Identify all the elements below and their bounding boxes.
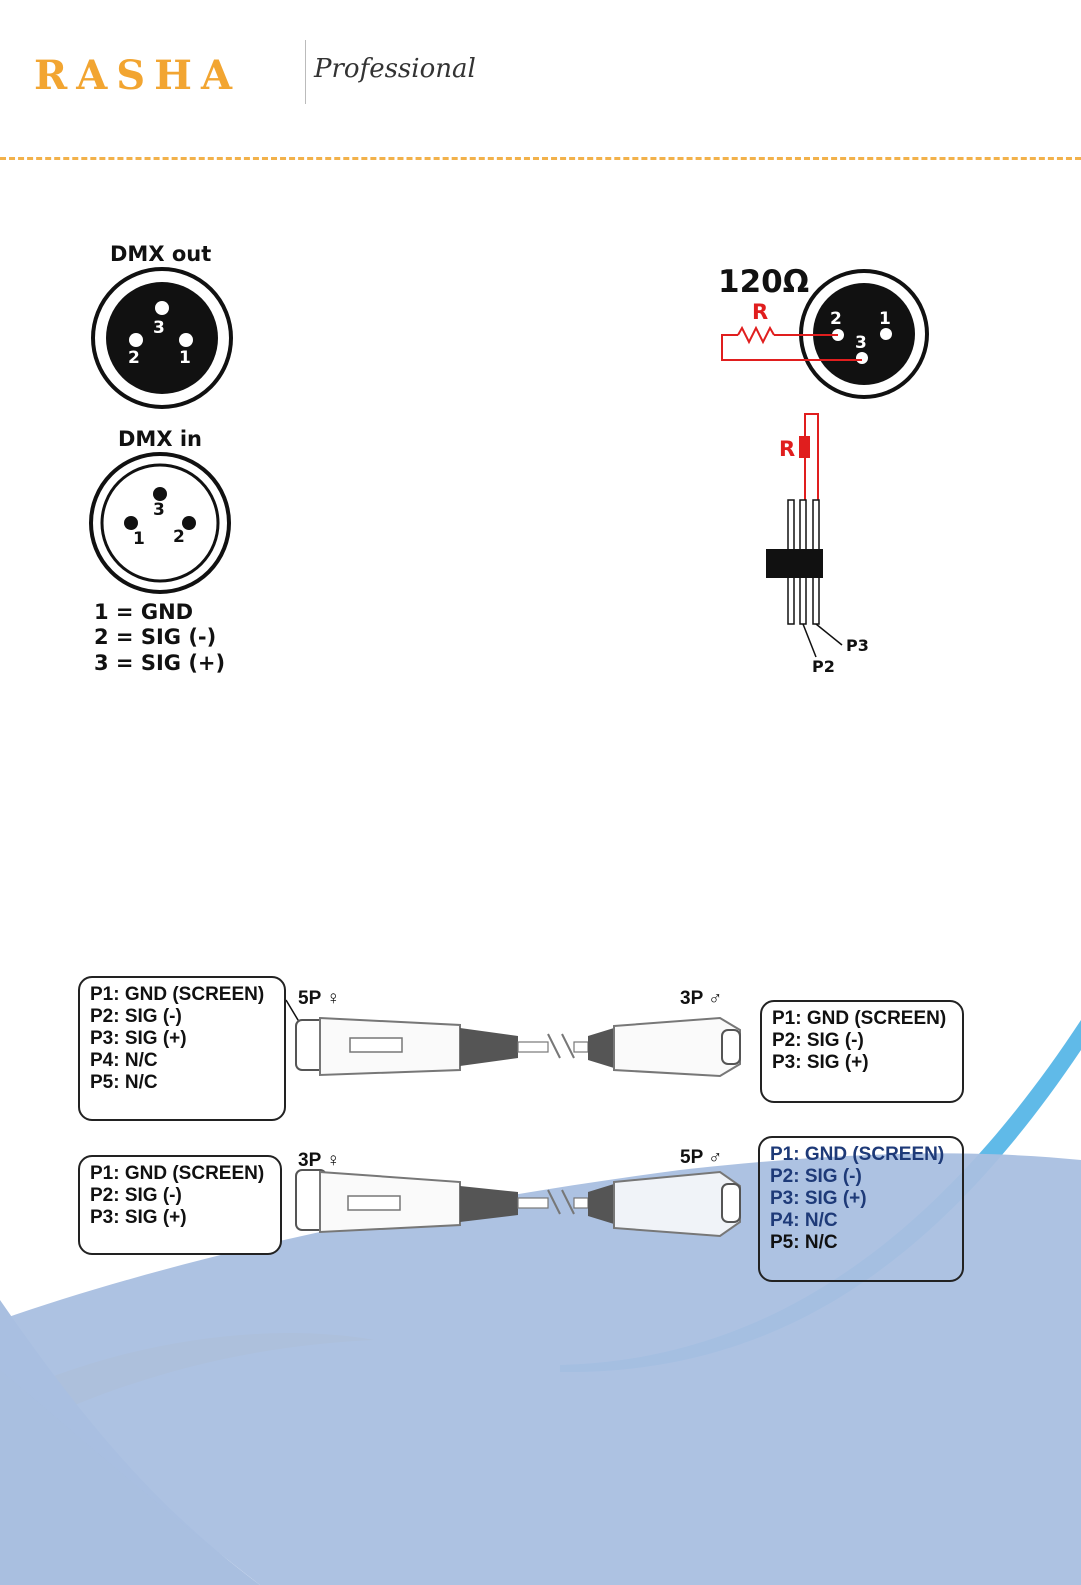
pinout-line: P3: SIG (+): [90, 1207, 187, 1228]
connector-tag-3p-female: 3P ♀: [298, 1150, 341, 1171]
pinout-line: P1: GND (SCREEN): [770, 1144, 945, 1165]
pinout-line: P1: GND (SCREEN): [90, 1163, 265, 1184]
adapter-1-left-pinout-callout: P1: GND (SCREEN) P2: SIG (-) P3: SIG (+)…: [78, 976, 286, 1121]
terminator-connector-icon: [721, 269, 929, 399]
terminator-pin-3: 3: [855, 333, 867, 353]
adapter-cable-drawings: [285, 999, 741, 1238]
adapter-2-right-pinout-callout: P1: GND (SCREEN) P2: SIG (-) P3: SIG (+)…: [758, 1136, 964, 1282]
connector-tag-5p-female: 5P ♀: [298, 988, 341, 1009]
pin-p2-tag: P2: [812, 657, 835, 676]
dmx-out-pin-1: 1: [179, 348, 191, 368]
adapter-2-left-pinout-callout: P1: GND (SCREEN) P2: SIG (-) P3: SIG (+): [78, 1155, 282, 1255]
brand-logo-text: RASHA: [34, 52, 241, 99]
resistor-label: R: [752, 300, 769, 324]
dmx-connector-diagrams: [89, 267, 929, 658]
adapter-cable-1-icon: [285, 999, 741, 1078]
blue-wave-swoosh: [0, 1300, 260, 1585]
dmx-in-pin-1: 1: [133, 529, 145, 549]
pin-legend-line: 2 = SIG (-): [94, 625, 217, 649]
pin-legend-line: 1 = GND: [94, 600, 194, 624]
connector-tag-3p-male: 3P ♂: [680, 988, 723, 1009]
dmx-out-pin-3: 3: [153, 318, 165, 338]
pinout-line: P4: N/C: [770, 1210, 838, 1231]
pinout-line: P2: SIG (-): [90, 1185, 182, 1206]
dmx-in-connector-icon: [89, 452, 231, 594]
terminator-pin-2: 2: [830, 309, 842, 329]
adapter-1-right-pinout-callout: P1: GND (SCREEN) P2: SIG (-) P3: SIG (+): [760, 1000, 964, 1103]
dmx-out-label: DMX out: [110, 242, 212, 266]
pin-header-icon: [766, 413, 843, 658]
pinout-line: P1: GND (SCREEN): [772, 1008, 947, 1029]
dmx-in-label: DMX in: [118, 427, 202, 451]
pinout-line: P2: SIG (-): [90, 1006, 182, 1027]
pinout-line: P2: SIG (-): [772, 1030, 864, 1051]
header-dashed-rule: [0, 157, 1081, 160]
dmx-in-pin-3: 3: [153, 500, 165, 520]
pinout-line: P5: N/C: [770, 1232, 838, 1253]
dmx-out-pin-2: 2: [128, 348, 140, 368]
pin-p3-tag: P3: [846, 636, 869, 655]
adapter-cable-2-icon: [295, 1169, 741, 1238]
connector-tag-5p-male: 5P ♂: [680, 1147, 723, 1168]
pinout-line: P2: SIG (-): [770, 1166, 862, 1187]
pin-legend-line: 3 = SIG (+): [94, 651, 226, 675]
resistance-label: 120Ω: [718, 264, 810, 300]
pinout-line: P3: SIG (+): [90, 1028, 187, 1049]
logo-divider: [305, 40, 306, 104]
blue-wave-main: [0, 1153, 1081, 1585]
pinout-line: P5: N/C: [90, 1072, 158, 1093]
terminator-pin-1: 1: [879, 309, 891, 329]
dmx-in-pin-2: 2: [173, 527, 185, 547]
pinout-line: P1: GND (SCREEN): [90, 984, 265, 1005]
dmx-out-connector-icon: [91, 267, 233, 409]
brand-subtitle: Professional: [314, 54, 476, 84]
header-resistor-label: R: [779, 437, 796, 461]
pinout-line: P3: SIG (+): [770, 1188, 867, 1209]
pinout-line: P4: N/C: [90, 1050, 158, 1071]
pinout-line: P3: SIG (+): [772, 1052, 869, 1073]
